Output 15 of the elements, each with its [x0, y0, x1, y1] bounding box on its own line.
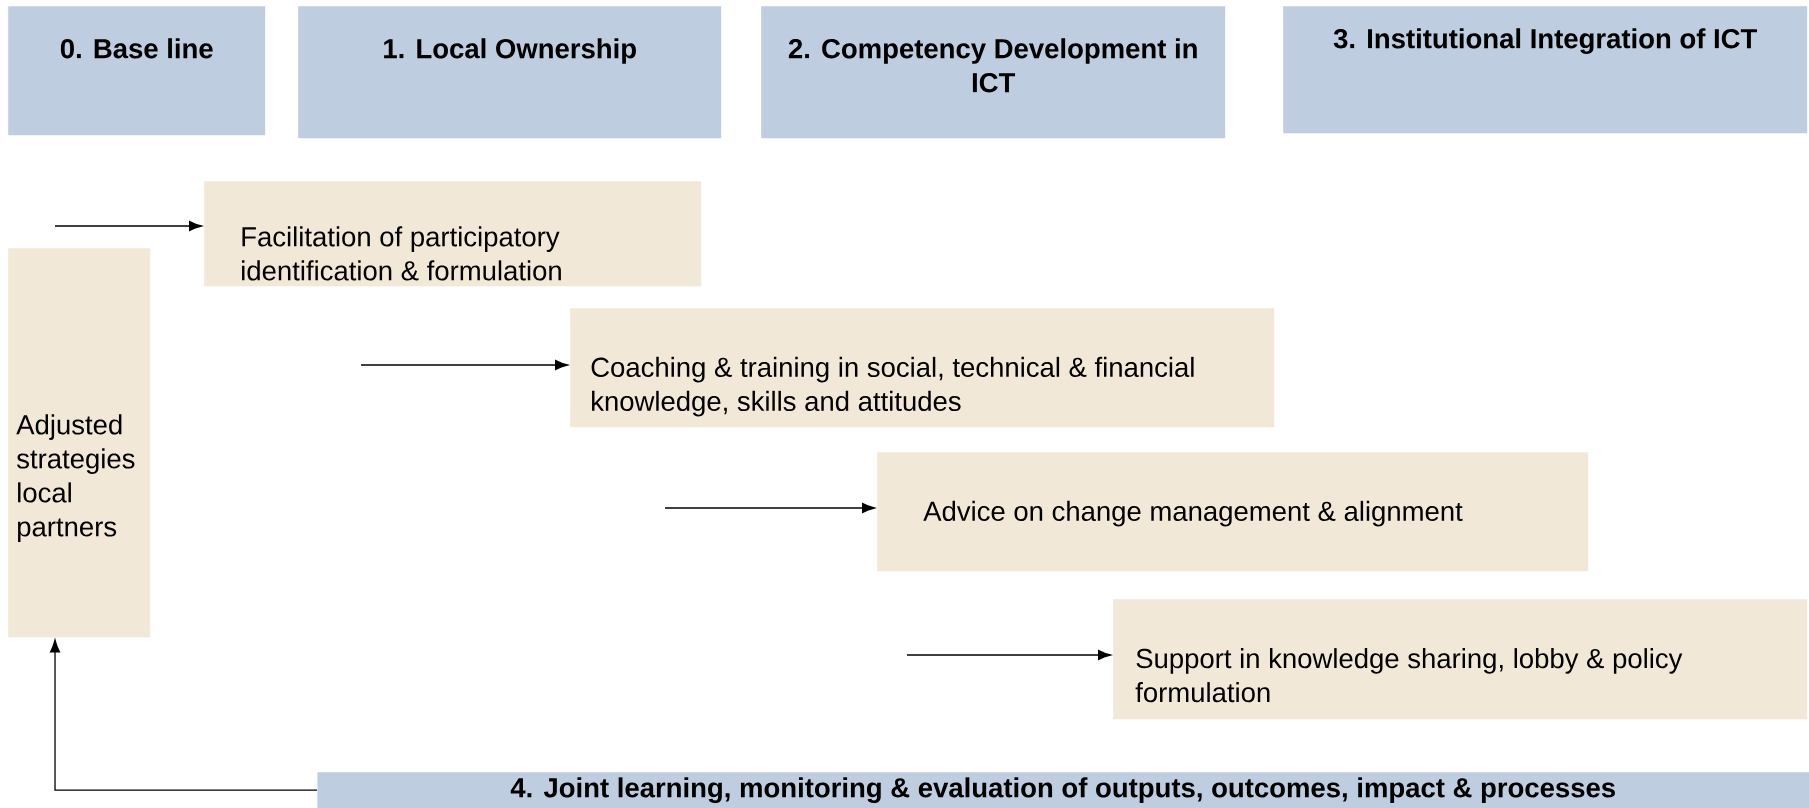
phase-header-box: 0. Base line: [8, 6, 266, 136]
activity-box: Facilitation of participatory identification & formulation: [204, 181, 702, 287]
arrow: [906, 649, 1111, 661]
arrow: [50, 639, 318, 791]
learning-bar: 4. Joint learning, monitoring & evaluation of outputs, outcomes, impact & processes: [317, 772, 1809, 808]
activity-box: Support in knowledge sharing, lobby & policy formulation: [1113, 599, 1808, 720]
activity-box: Coaching & training in social, technical & financial knowledge, skills and attitudes: [570, 308, 1275, 428]
arrow: [54, 220, 202, 232]
phase-header-box: 1. Local Ownership: [298, 6, 722, 139]
activity-box: Adjusted strategies local partners: [8, 248, 151, 638]
arrow: [360, 359, 568, 371]
activity-box: Advice on change management & alignment: [877, 452, 1589, 572]
arrow: [664, 502, 875, 514]
phase-header-box: 3. Institutional Integration of ICT: [1283, 6, 1808, 134]
phase-header-box: 2. Competency Development in ICT: [761, 6, 1226, 139]
